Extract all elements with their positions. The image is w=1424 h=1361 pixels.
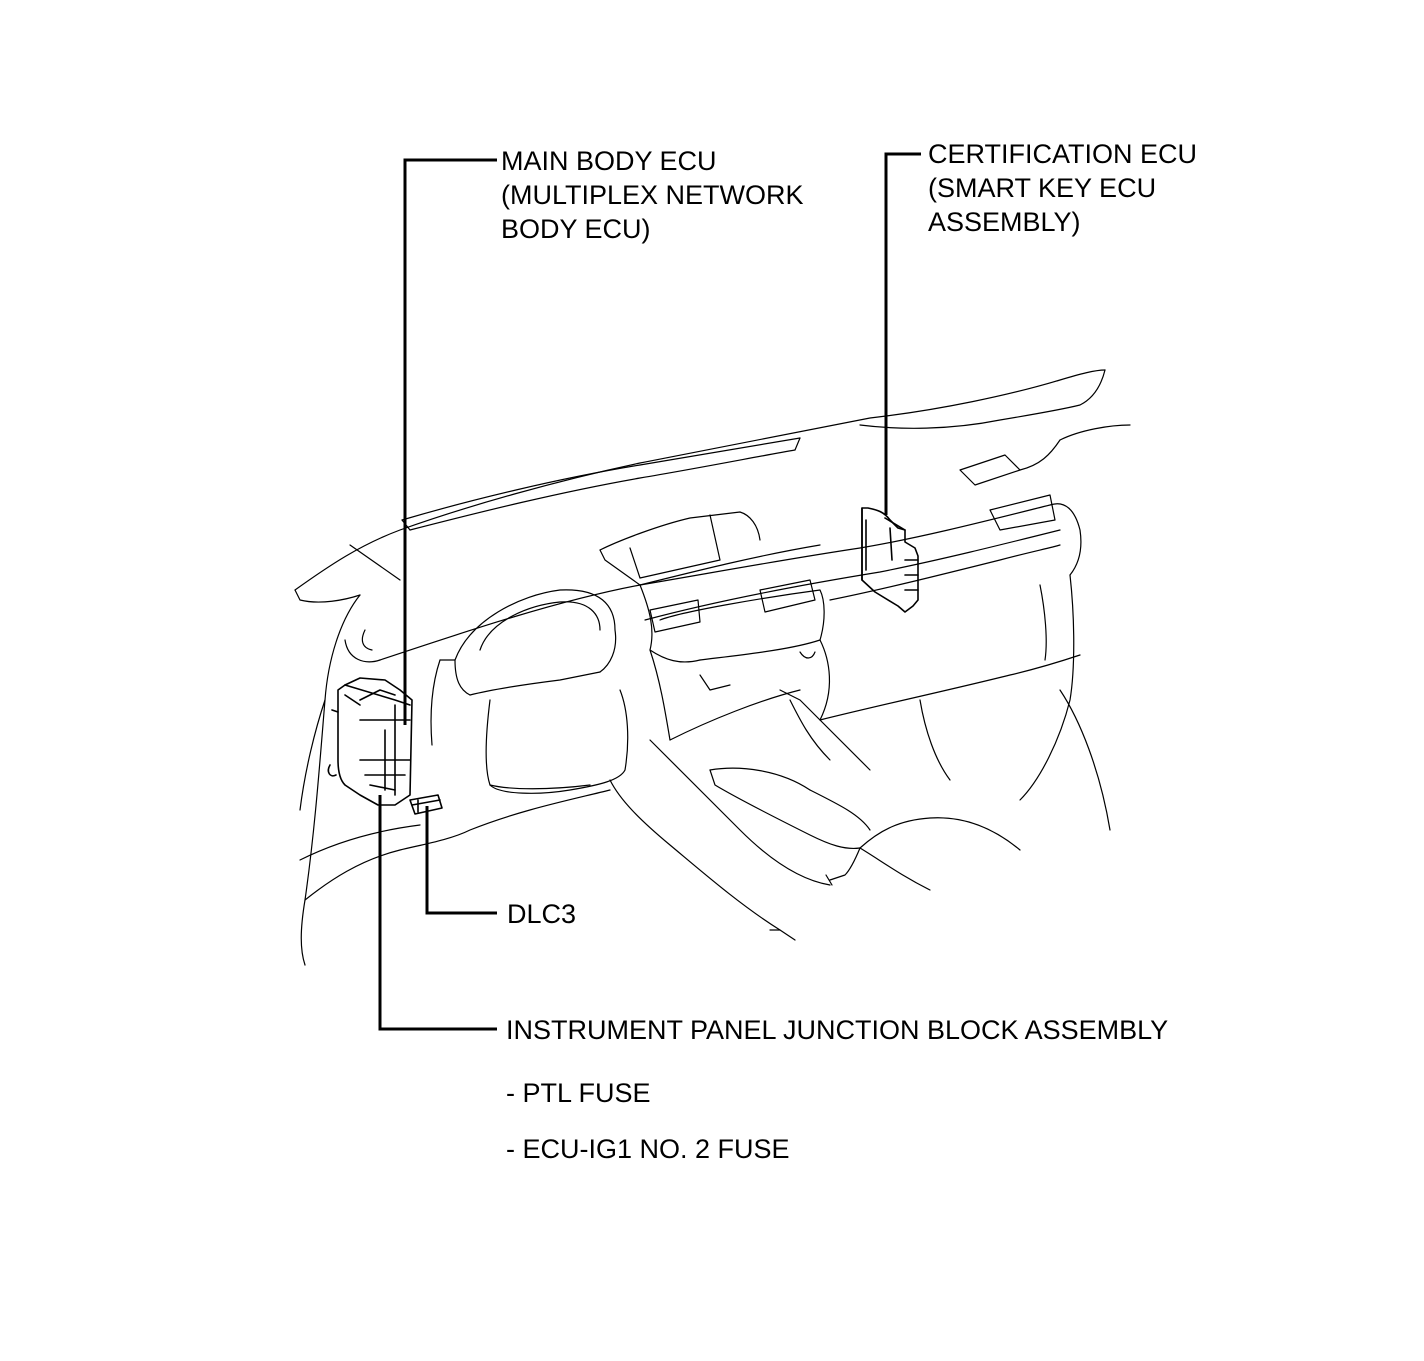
junction-block-label: INSTRUMENT PANEL JUNCTION BLOCK ASSEMBLY — [506, 1015, 1169, 1045]
ptl-fuse-label: - PTL FUSE — [506, 1078, 651, 1108]
junction-block-part — [327, 677, 413, 806]
certification-ecu-label: CERTIFICATION ECU (SMART KEY ECU ASSEMBL… — [928, 137, 1197, 239]
dlc3-leader — [425, 806, 497, 915]
main-body-ecu-line-3: BODY ECU) — [501, 214, 651, 244]
main-body-ecu-line-1: MAIN BODY ECU — [501, 146, 717, 176]
certification-ecu-leader — [884, 152, 921, 515]
leader-lines — [378, 152, 921, 1031]
certification-ecu-part — [861, 507, 919, 613]
dashboard-outline — [294, 369, 1131, 966]
certification-ecu-line-1: CERTIFICATION ECU — [928, 139, 1198, 169]
ecu-ig1-fuse-label: - ECU-IG1 NO. 2 FUSE — [506, 1134, 790, 1164]
junction-block-leader — [378, 795, 497, 1031]
main-body-ecu-label: MAIN BODY ECU (MULTIPLEX NETWORK BODY EC… — [501, 144, 804, 246]
dlc3-connector-part — [409, 794, 443, 815]
certification-ecu-line-3: ASSEMBLY) — [928, 207, 1081, 237]
certification-ecu-line-2: (SMART KEY ECU — [928, 173, 1157, 203]
dlc3-label: DLC3 — [507, 899, 577, 929]
main-body-ecu-leader — [403, 158, 497, 725]
main-body-ecu-line-2: (MULTIPLEX NETWORK — [501, 180, 804, 210]
